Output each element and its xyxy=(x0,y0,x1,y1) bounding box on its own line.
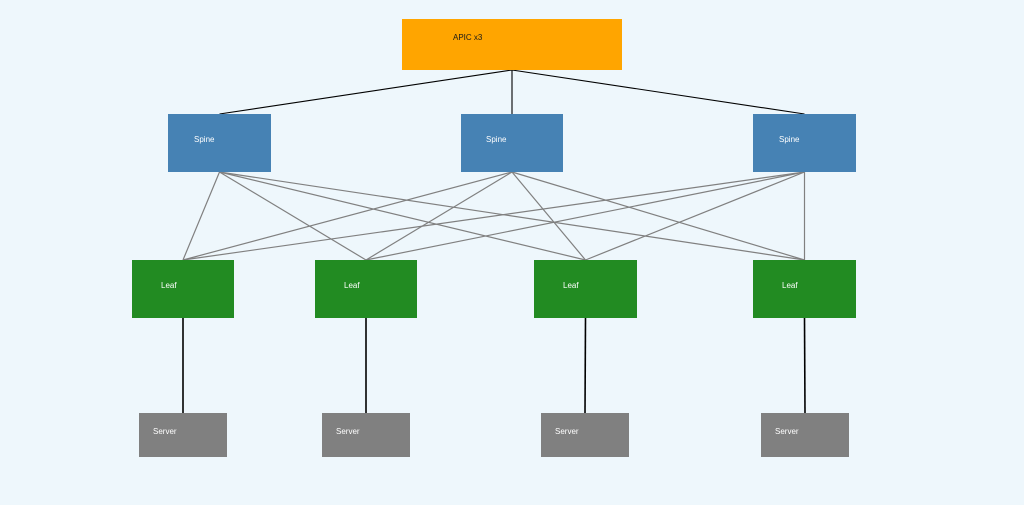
leaf-node-1[interactable]: Leaf xyxy=(132,260,234,318)
link-spine-3-to-leaf-1 xyxy=(182,171,805,261)
leaf-label: Leaf xyxy=(344,281,360,290)
leaf-node-2[interactable]: Leaf xyxy=(315,260,417,318)
link-spine-2-to-leaf-4 xyxy=(511,171,805,261)
server-node-2[interactable]: Server xyxy=(322,413,410,457)
link-spine-1-to-leaf-2 xyxy=(219,171,367,261)
spine-node-1[interactable]: Spine xyxy=(168,114,271,172)
server-label: Server xyxy=(555,427,579,436)
link-spine-2-to-leaf-3 xyxy=(511,171,586,261)
link-spine-2-to-leaf-1 xyxy=(182,171,513,261)
apic-cluster-node[interactable]: APIC x3 xyxy=(402,19,622,70)
link-spine-3-to-leaf-3 xyxy=(585,171,805,261)
server-label: Server xyxy=(153,427,177,436)
server-label: Server xyxy=(775,427,799,436)
link-apic-to-spine-3 xyxy=(511,69,805,115)
spine-label: Spine xyxy=(486,135,507,144)
link-spine-2-to-leaf-2 xyxy=(365,171,513,261)
leaf-node-3[interactable]: Leaf xyxy=(534,260,637,318)
spine-label: Spine xyxy=(194,135,215,144)
spine-node-3[interactable]: Spine xyxy=(753,114,856,172)
spine-label: Spine xyxy=(779,135,800,144)
link-spine-1-to-leaf-4 xyxy=(219,171,805,261)
link-leaf-4-to-server-4 xyxy=(803,317,806,414)
link-spine-1-to-leaf-3 xyxy=(219,171,586,261)
server-node-3[interactable]: Server xyxy=(541,413,629,457)
link-spine-3-to-leaf-2 xyxy=(365,171,805,261)
link-apic-to-spine-1 xyxy=(219,69,513,115)
server-label: Server xyxy=(336,427,360,436)
leaf-node-4[interactable]: Leaf xyxy=(753,260,856,318)
server-node-1[interactable]: Server xyxy=(139,413,227,457)
link-spine-1-to-leaf-1 xyxy=(182,171,221,261)
spine-node-2[interactable]: Spine xyxy=(461,114,563,172)
apic-label: APIC x3 xyxy=(453,33,483,42)
leaf-label: Leaf xyxy=(161,281,177,290)
link-leaf-3-to-server-3 xyxy=(584,317,587,414)
leaf-label: Leaf xyxy=(563,281,579,290)
leaf-label: Leaf xyxy=(782,281,798,290)
server-node-4[interactable]: Server xyxy=(761,413,849,457)
